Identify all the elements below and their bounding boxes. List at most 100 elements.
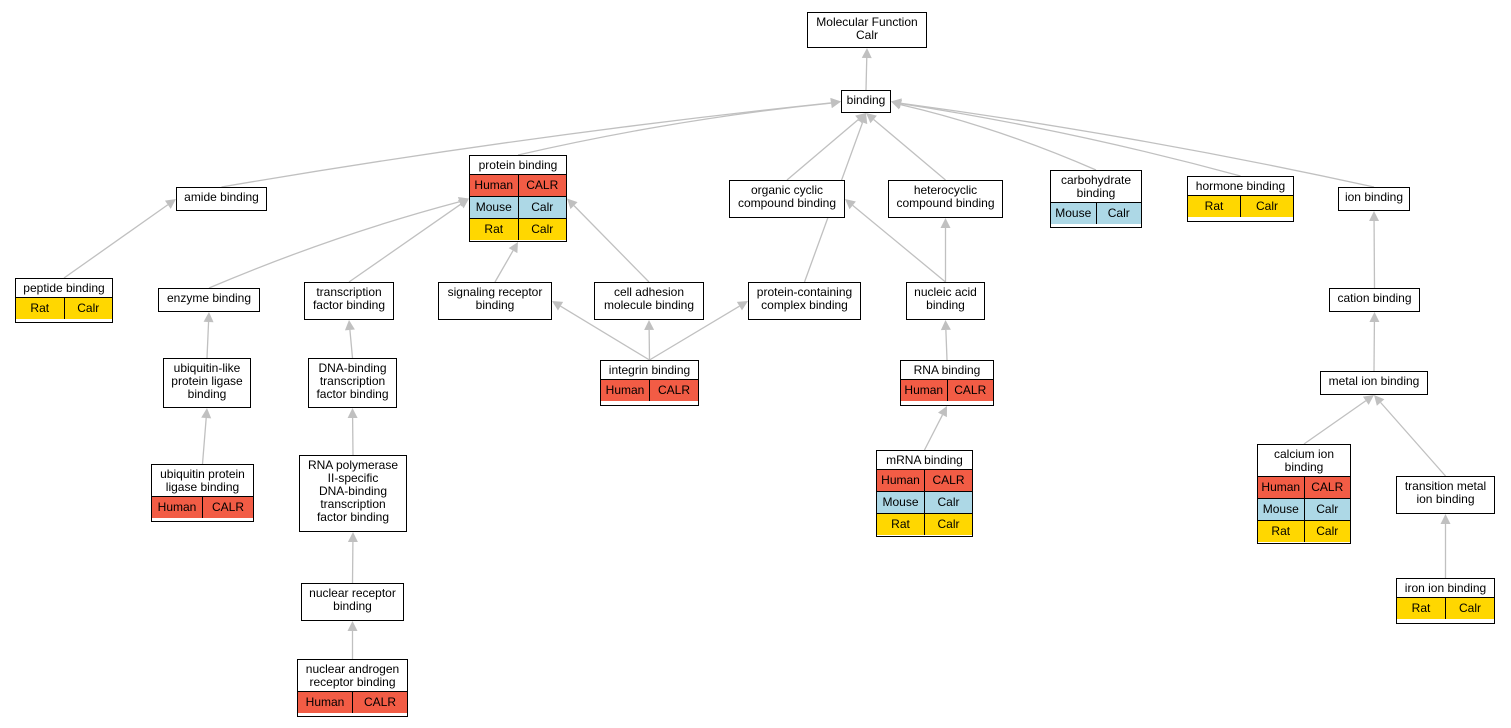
arrowhead: [1374, 395, 1385, 406]
go-term-label: nucleic acid binding: [914, 285, 977, 312]
go-term-enzyme-binding[interactable]: enzyme binding: [158, 288, 260, 312]
edge-mrna-to-rna: [923, 414, 944, 451]
arrowhead: [861, 48, 872, 59]
edge-nucacid-to-orgcyc: [852, 204, 946, 283]
species-cell: Human: [1261, 480, 1301, 494]
go-term-label: calcium ion binding: [1273, 447, 1335, 474]
arrowhead: [891, 98, 902, 109]
arrowhead: [347, 532, 358, 543]
go-term-ubiquitin-like-protein-ligase-binding[interactable]: ubiquitin-like protein ligase binding: [163, 358, 251, 408]
edge-sigrec-to-protein: [494, 250, 514, 283]
go-term-label: protein binding: [478, 158, 558, 172]
arrowhead: [1369, 312, 1380, 323]
go-term-heterocyclic-compound-binding[interactable]: heterocyclic compound binding: [888, 180, 1003, 218]
go-term-label: binding: [846, 93, 886, 107]
edge-tfb-to-protein: [348, 203, 462, 283]
arrowhead: [736, 301, 748, 311]
edge-calcium-to-metal: [1303, 400, 1367, 445]
go-term-cell-adhesion-molecule-binding[interactable]: cell adhesion molecule binding: [594, 282, 704, 320]
go-term-label: transition metal ion binding: [1404, 479, 1487, 506]
go-term-transcription-factor-binding[interactable]: transcription factor binding: [304, 282, 394, 320]
arrowhead: [940, 218, 951, 228]
edge-hetero-to-binding: [873, 118, 946, 181]
go-term-amide-binding[interactable]: amide binding: [176, 187, 267, 211]
go-term-label: ubiquitin-like protein ligase binding: [171, 361, 243, 401]
go-term-signaling-receptor-binding[interactable]: signaling receptor binding: [438, 282, 552, 320]
go-term-ion-binding[interactable]: ion binding: [1338, 187, 1410, 211]
gene-symbol-cell: Calr: [63, 298, 113, 319]
arrowhead: [508, 242, 518, 254]
gene-symbol-cell: CALR: [517, 175, 567, 196]
go-term-metal-ion-binding[interactable]: metal ion binding: [1320, 371, 1428, 395]
go-term-nucleic-acid-binding[interactable]: nucleic acid binding: [906, 282, 985, 320]
arrowhead: [855, 113, 866, 124]
go-term-nuclear-receptor-binding[interactable]: nuclear receptor binding: [301, 583, 404, 621]
arrowhead: [347, 621, 358, 631]
edge-integrin-to-pcc: [649, 305, 740, 361]
arrowhead: [164, 199, 176, 209]
go-term-dna-binding-transcription-factor-binding[interactable]: DNA-binding transcription factor binding: [308, 358, 397, 408]
species-cell: Human: [305, 695, 345, 709]
go-term-protein-containing-complex-binding[interactable]: protein-containing complex binding: [748, 282, 861, 320]
edge-carbo-to-binding: [900, 104, 1097, 171]
species-cell: Mouse: [1055, 206, 1092, 220]
go-term-rna-polymerase-ii-specific-dna-binding-transcription-factor-binding[interactable]: RNA polymerase II-specific DNA-binding t…: [299, 455, 407, 532]
edge-amide-to-binding: [221, 102, 832, 188]
go-term-binding[interactable]: binding: [841, 90, 891, 113]
species-cell: Rat: [891, 517, 910, 531]
species-cell: Mouse: [475, 200, 512, 214]
go-term-label: integrin binding: [608, 363, 691, 377]
edge-ubiq-to-ubl: [201, 417, 207, 465]
species-cell: Rat: [484, 222, 504, 236]
arrowhead: [940, 320, 951, 331]
edge-enzyme-to-protein: [208, 201, 460, 289]
species-cell: Mouse: [882, 495, 919, 509]
go-term-transition-metal-ion-binding[interactable]: transition metal ion binding: [1396, 476, 1495, 514]
go-term-label: RNA binding: [913, 363, 981, 377]
species-cell: Rat: [30, 301, 50, 315]
species-cell: Human: [881, 473, 920, 487]
species-cell: Rat: [1271, 524, 1291, 538]
go-term-label: organic cyclic compound binding: [737, 183, 837, 210]
species-cell: Rat: [1411, 601, 1431, 615]
go-term-label: ion binding: [1344, 190, 1404, 204]
go-term-label: signaling receptor binding: [447, 285, 543, 312]
gene-symbol-cell: CALR: [649, 380, 698, 401]
go-term-molecular-function-calr[interactable]: Molecular Function Calr: [807, 12, 927, 48]
go-term-organic-cyclic-compound-binding[interactable]: organic cyclic compound binding: [729, 180, 845, 218]
go-term-label: ubiquitin protein ligase binding: [160, 467, 245, 494]
arrowhead: [347, 408, 358, 419]
edge-ubl-to-enzyme: [206, 321, 210, 359]
species-cell: Human: [904, 383, 944, 397]
gene-symbol-cell: Calr: [1095, 203, 1142, 224]
gene-symbol-cell: Calr: [517, 197, 567, 218]
gene-symbol-cell: Calr: [1303, 521, 1351, 542]
edge-peptide-to-amide: [63, 204, 169, 279]
go-term-label: amide binding: [184, 190, 259, 204]
arrowhead: [203, 312, 214, 323]
species-row-mouse: Mouse Calr: [470, 196, 566, 218]
gene-symbol-cell: Calr: [1303, 499, 1351, 520]
go-term-cation-binding[interactable]: cation binding: [1329, 288, 1420, 312]
go-term-label: RNA polymerase II-specific DNA-binding t…: [307, 458, 399, 524]
arrowhead: [567, 198, 578, 210]
arrowhead: [937, 406, 947, 418]
species-row-rat: Rat Calr: [1258, 520, 1350, 542]
go-term-label: DNA-binding transcription factor binding: [316, 361, 389, 401]
